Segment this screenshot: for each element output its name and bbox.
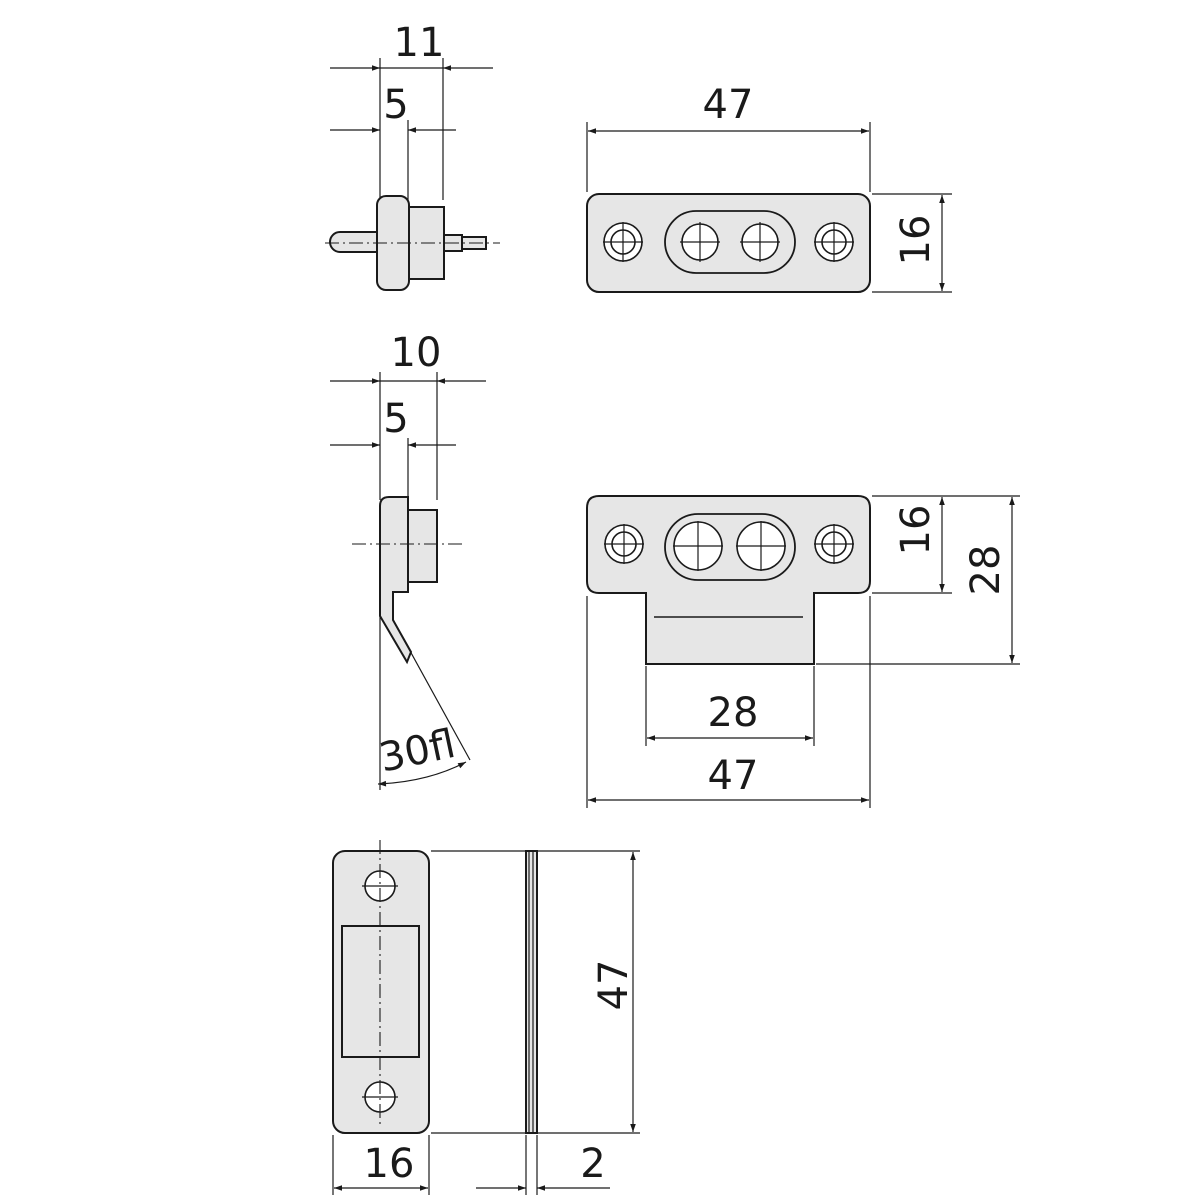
hole-inner-right-2 [736, 521, 786, 571]
dim-angle: 30fl [375, 721, 459, 782]
hole-left [603, 222, 643, 262]
hole-right-2 [814, 524, 854, 564]
dim-mid-front-width: 47 [708, 753, 759, 799]
dim-top-side-offset: 5 [383, 82, 408, 128]
dim-top-side-width: 11 [394, 20, 445, 66]
dim-mid-side-width: 10 [391, 330, 442, 376]
top-side-view: 11 5 [325, 20, 500, 291]
bent-flange [379, 496, 413, 665]
dim-mid-side-offset: 5 [383, 396, 408, 442]
dim-bottom-plate-height: 47 [591, 960, 637, 1011]
hole-right [814, 222, 854, 262]
dim-top-front-width: 47 [703, 82, 754, 128]
dim-mid-front-tab-width: 28 [708, 690, 759, 736]
hole-inner-left [680, 222, 720, 262]
hole-inner-left-2 [673, 521, 723, 571]
plate-hole-top [362, 870, 398, 902]
dim-bottom-plate-width: 16 [364, 1141, 415, 1187]
middle-front-view: 16 28 28 47 [586, 495, 1020, 808]
latch-pin [329, 231, 379, 253]
bottom-strike-plate: 47 16 2 [332, 840, 640, 1195]
dim-mid-front-total-height: 28 [963, 545, 1009, 596]
dim-top-front-height: 16 [893, 215, 939, 266]
strike-plate-side [525, 850, 538, 1134]
middle-side-view: 10 5 30fl [330, 330, 486, 790]
hole-inner-right [740, 222, 780, 262]
dim-bottom-plate-thickness: 2 [580, 1141, 605, 1187]
dim-mid-front-height: 16 [893, 505, 939, 556]
hole-left-2 [604, 524, 644, 564]
top-front-view: 47 16 [586, 82, 952, 293]
angle-arc [377, 761, 467, 787]
catch-body [407, 509, 438, 583]
